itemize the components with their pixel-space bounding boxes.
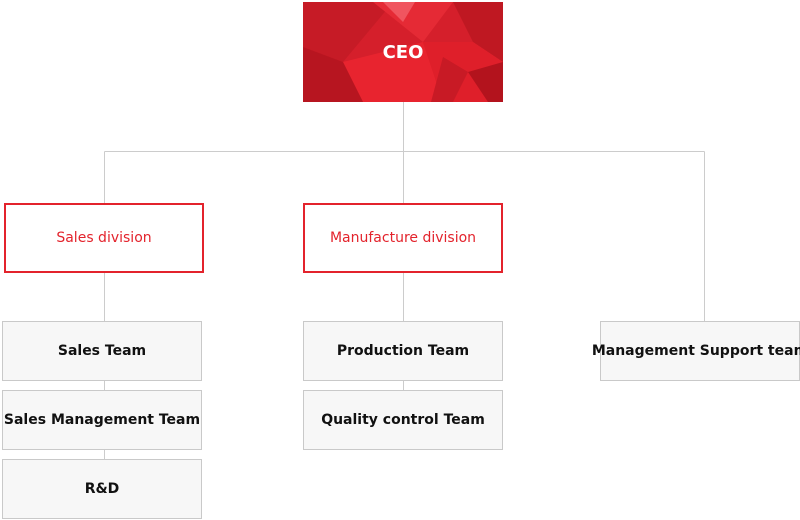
sales-management-team-label: Sales Management Team (3, 412, 201, 428)
sales-division-label: Sales division (56, 230, 152, 246)
manufacture-division-box: Manufacture division (303, 203, 503, 273)
manufacture-division-label: Manufacture division (329, 230, 477, 246)
ceo-label: CEO (382, 41, 424, 63)
rnd-team-box: R&D (2, 459, 202, 519)
rnd-team-label: R&D (84, 481, 120, 497)
sales-management-team-box: Sales Management Team (2, 390, 202, 450)
ceo-box: CEO (303, 2, 503, 102)
management-support-team-label: Management Support team (591, 343, 800, 359)
ceo-background-pattern (303, 2, 503, 102)
production-team-label: Production Team (336, 343, 470, 359)
management-support-team-box: Management Support team (592, 321, 800, 381)
sales-team-label: Sales Team (57, 343, 147, 359)
quality-control-team-label: Quality control Team (321, 412, 485, 428)
sales-team-box: Sales Team (2, 321, 202, 381)
quality-control-team-box: Quality control Team (303, 390, 503, 450)
sales-division-box: Sales division (4, 203, 204, 273)
production-team-box: Production Team (303, 321, 503, 381)
